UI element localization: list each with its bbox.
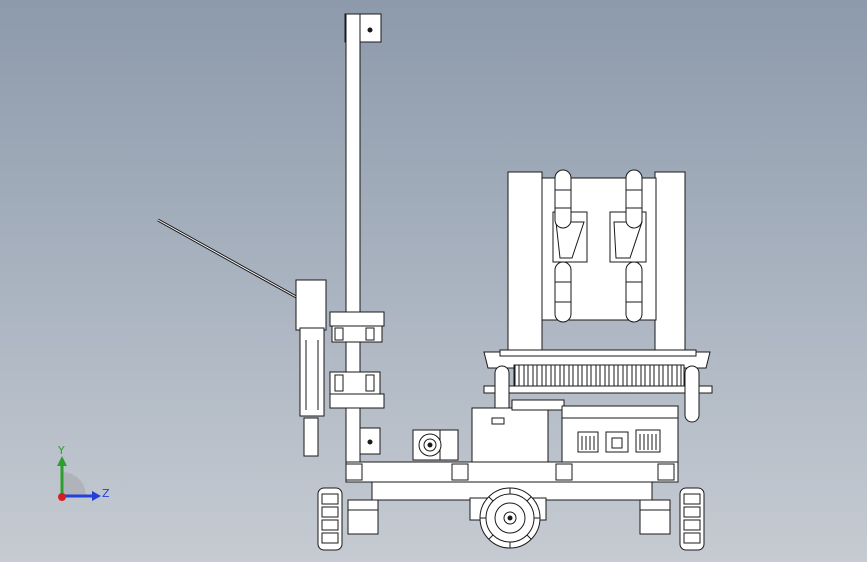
y-axis-arrowhead (57, 456, 67, 466)
mecanum-wheel-left[interactable] (317, 487, 343, 551)
mecanum-wheel-right[interactable] (679, 487, 705, 551)
roller-bottom-right[interactable] (625, 261, 643, 323)
z-axis-arrowhead (92, 491, 101, 501)
roller-bottom-left[interactable] (554, 261, 572, 323)
upper-frame[interactable] (507, 171, 686, 351)
gripper-arm[interactable] (295, 279, 327, 457)
orientation-triad[interactable]: Y Z (57, 444, 110, 501)
battery-box[interactable] (471, 399, 565, 463)
wheel-motor-left[interactable] (347, 499, 379, 535)
diagonal-rod[interactable] (157, 218, 299, 300)
z-axis-label: Z (102, 487, 110, 500)
triad-plane (62, 472, 86, 496)
mast-bracket-lower[interactable] (329, 371, 385, 409)
control-box[interactable] (561, 405, 679, 463)
roller-top-right[interactable] (625, 169, 643, 229)
axle[interactable] (483, 385, 713, 394)
side-wheel-right[interactable] (684, 365, 700, 423)
gear-motor[interactable] (412, 429, 459, 461)
y-axis-label: Y (57, 444, 65, 457)
x-axis-origin (58, 493, 66, 501)
wheel-motor-right[interactable] (639, 499, 671, 535)
omni-wheel-center[interactable] (469, 487, 547, 549)
roller-top-left[interactable] (554, 169, 572, 229)
mast-bracket-upper[interactable] (329, 311, 385, 343)
platform[interactable] (483, 349, 711, 369)
mast[interactable] (344, 13, 382, 465)
